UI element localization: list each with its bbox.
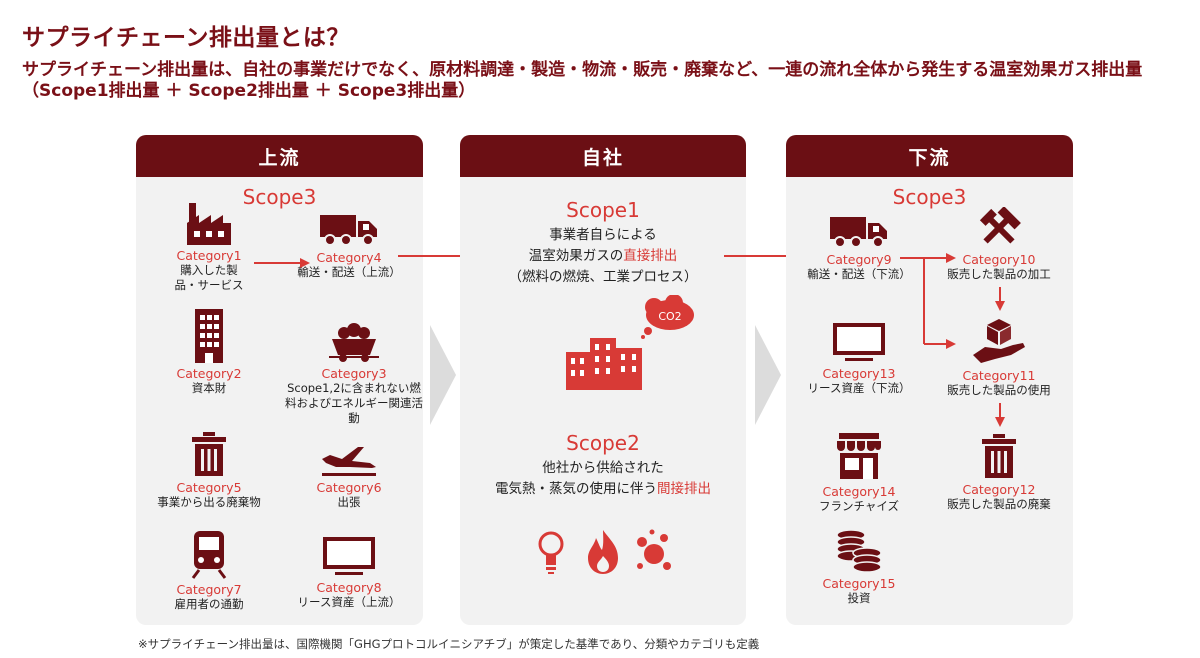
monitor-icon	[833, 323, 885, 361]
category-desc: 販売した製品の廃棄	[947, 497, 1051, 511]
category12-item: Category12 販売した製品の廃棄	[934, 433, 1064, 512]
category-desc: リース資産（上流）	[297, 595, 401, 609]
category-desc: 購入した製品・サービス	[174, 263, 244, 292]
co2-label: CO2	[658, 310, 681, 323]
category-desc: 雇用者の通勤	[174, 597, 244, 611]
indirect-emission-highlight: 間接排出	[657, 481, 711, 497]
category11-item: Category11 販売した製品の使用	[934, 317, 1064, 398]
category-desc: 輸送・配送（下流）	[807, 267, 911, 281]
building-icon	[195, 309, 223, 363]
scope2-line2-text: 電気熱・蒸気の使用に伴う	[495, 481, 657, 497]
category-label: Category9	[826, 252, 892, 267]
scope1-description: 事業者自らによる 温室効果ガスの直接排出 （燃料の燃焼、工業プロセス）	[460, 225, 746, 288]
scope2-line1: 他社から供給された	[542, 460, 664, 476]
category-desc: 販売した製品の使用	[947, 383, 1051, 397]
category4-item: Category4 輸送・配送（上流）	[284, 213, 414, 280]
category7-item: Category7 雇用者の通勤	[144, 529, 274, 612]
footnote: ※サプライチェーン排出量は、国際機関「GHGプロトコルイニシアチブ」が策定した基…	[138, 637, 760, 651]
own-company-panel: 自社 Scope1 事業者自らによる 温室効果ガスの直接排出 （燃料の燃焼、工業…	[460, 135, 746, 625]
coal-cart-icon	[329, 323, 379, 362]
arrow-icon	[995, 403, 1005, 427]
category-label: Category2	[176, 366, 242, 381]
scope2-label: Scope2	[566, 431, 640, 455]
monitor-icon	[323, 537, 375, 575]
category-desc: 投資	[847, 591, 871, 605]
category-desc: 資本財	[191, 381, 227, 395]
category-label: Category15	[822, 576, 896, 591]
scope1-line2: 温室効果ガスの直接排出	[460, 246, 746, 267]
coins-icon	[836, 529, 882, 573]
category-label: Category7	[176, 582, 242, 597]
category-desc: フランチャイズ	[818, 499, 900, 513]
scope1-line1: 事業者自らによる	[549, 227, 657, 243]
category-label: Category3	[321, 366, 387, 381]
arrow-icon	[995, 287, 1005, 311]
category-label: Category6	[316, 480, 382, 495]
trash-icon	[192, 432, 226, 476]
truck-icon	[320, 215, 377, 246]
chevron-right-icon	[755, 325, 781, 425]
category3-item: Category3 Scope1,2に含まれない燃料およびエネルギー関連活動	[284, 323, 423, 426]
category-label: Category10	[962, 252, 1036, 267]
truck-icon	[830, 217, 887, 248]
steam-bubbles-icon	[637, 529, 671, 570]
category-label: Category1	[176, 248, 242, 263]
category-label: Category4	[316, 250, 382, 265]
factory-icon	[187, 203, 231, 245]
category-label: Category13	[822, 366, 896, 381]
category-desc: リース資産（下流）	[807, 381, 911, 395]
page-title: サプライチェーン排出量とは？	[22, 25, 350, 51]
category-desc: 出張	[337, 495, 361, 509]
shop-icon	[837, 433, 881, 479]
category-label: Category11	[962, 368, 1036, 383]
category-desc: Scope1,2に含まれない燃料およびエネルギー関連活動	[285, 381, 423, 425]
own-heading: 自社	[460, 135, 746, 177]
direct-emission-highlight: 直接排出	[623, 248, 678, 264]
category13-item: Category13 リース資産（下流）	[794, 321, 924, 396]
category14-item: Category14 フランチャイズ	[794, 431, 924, 514]
chevron-right-icon	[430, 325, 456, 425]
trash-icon	[982, 434, 1016, 478]
downstream-scope-label: Scope3	[892, 185, 967, 209]
downstream-heading: 下流	[786, 135, 1073, 177]
category5-item: Category5 事業から出る廃棄物	[144, 431, 274, 510]
city-buildings-icon	[566, 338, 642, 390]
category-desc: 事業から出る廃棄物	[157, 495, 261, 509]
category9-item: Category9 輸送・配送（下流）	[794, 215, 924, 282]
category-label: Category8	[316, 580, 382, 595]
category-label: Category12	[962, 482, 1036, 497]
airplane-icon	[322, 447, 376, 476]
category-label: Category5	[176, 480, 242, 495]
upstream-panel: 上流 Scope3 Category1 購入した製品・サービス Category…	[136, 135, 423, 625]
co2-cloud-icon: CO2	[641, 295, 694, 339]
downstream-panel: 下流 Scope3 Category9 輸送・配送（下流） Category10…	[786, 135, 1073, 625]
upstream-scope-label: Scope3	[242, 185, 317, 209]
category6-item: Category6 出張	[284, 437, 414, 510]
hammer-tools-icon	[979, 207, 1021, 244]
category8-item: Category8 リース資産（上流）	[284, 535, 414, 610]
category15-item: Category15 投資	[794, 527, 924, 606]
hand-box-icon	[973, 319, 1025, 363]
scope2-description: 他社から供給された 電気熱・蒸気の使用に伴う間接排出	[460, 458, 746, 500]
category-label: Category14	[822, 484, 896, 499]
category10-item: Category10 販売した製品の加工	[934, 207, 1064, 282]
flame-icon	[588, 530, 618, 574]
category2-item: Category2 資本財	[144, 307, 274, 396]
page-subtitle: サプライチェーン排出量は、自社の事業だけでなく、原材料調達・製造・物流・販売・廃…	[22, 60, 1143, 101]
lightbulb-icon	[538, 531, 564, 574]
scope1-label: Scope1	[566, 198, 640, 222]
category-desc: 販売した製品の加工	[947, 267, 1051, 281]
category1-item: Category1 購入した製品・サービス	[144, 201, 274, 293]
upstream-heading: 上流	[136, 135, 423, 177]
train-icon	[191, 531, 227, 579]
scope1-line2-text: 温室効果ガスの	[528, 248, 624, 264]
scope2-line2: 電気熱・蒸気の使用に伴う間接排出	[460, 479, 746, 500]
scope1-line3: （燃料の燃焼、工業プロセス）	[508, 269, 698, 285]
arrow-icon	[254, 258, 310, 268]
arrow-icon	[900, 253, 956, 349]
category-desc: 輸送・配送（上流）	[297, 265, 401, 279]
